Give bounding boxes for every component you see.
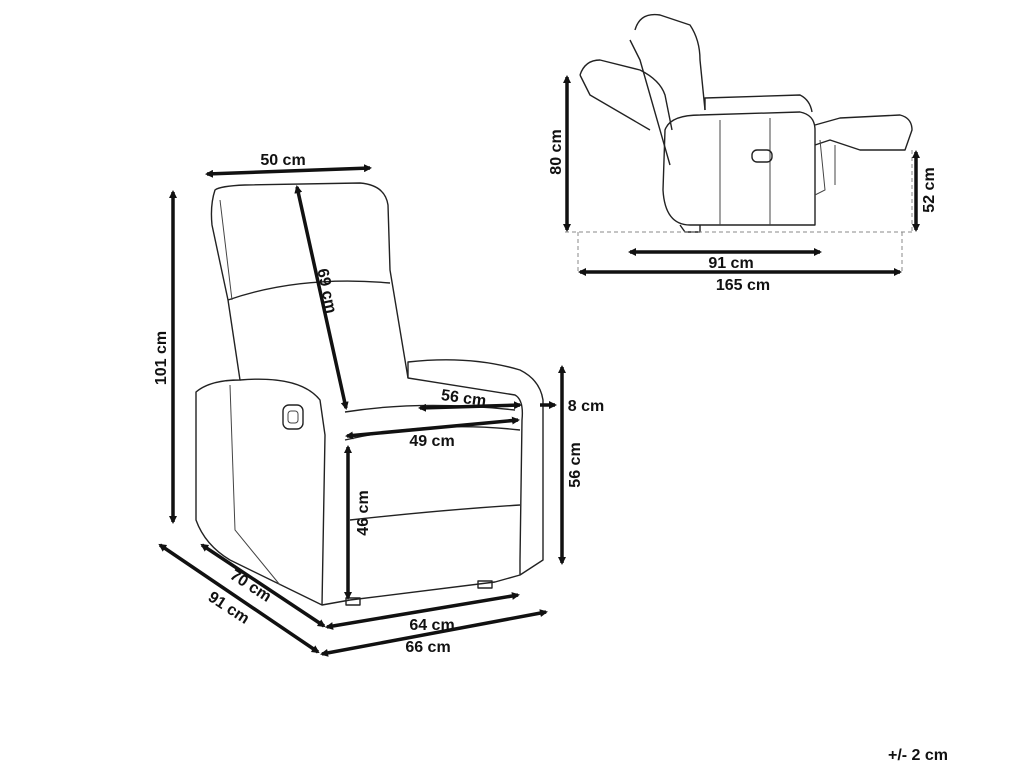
label-total-height: 101 cm xyxy=(153,331,170,385)
chair-side-outline xyxy=(579,13,913,233)
label-backrest-height: 69 cm xyxy=(313,267,339,315)
label-side-height: 80 cm xyxy=(548,129,565,174)
label-footrest-height: 52 cm xyxy=(921,167,938,212)
recline-handle-side-icon xyxy=(751,149,773,163)
label-seat-width: 49 cm xyxy=(409,433,454,450)
label-side-depth: 91 cm xyxy=(708,255,753,272)
label-headrest-width: 50 cm xyxy=(260,152,305,169)
chair-front-outline xyxy=(195,182,544,606)
dimension-arrows xyxy=(158,75,920,657)
label-inner-depth: 70 cm xyxy=(227,567,274,606)
label-seat-depth: 56 cm xyxy=(440,387,487,410)
label-seat-height: 46 cm xyxy=(355,490,372,535)
label-armrest-height: 56 cm xyxy=(567,442,584,487)
label-total-depth: 91 cm xyxy=(205,589,252,628)
recline-handle-icon xyxy=(282,404,304,430)
label-armrest-width: 8 cm xyxy=(568,398,604,415)
label-reclined-length: 165 cm xyxy=(716,277,770,294)
label-total-width: 66 cm xyxy=(405,639,450,656)
label-inner-width: 64 cm xyxy=(409,617,454,634)
tolerance-note: +/- 2 cm xyxy=(888,747,948,764)
